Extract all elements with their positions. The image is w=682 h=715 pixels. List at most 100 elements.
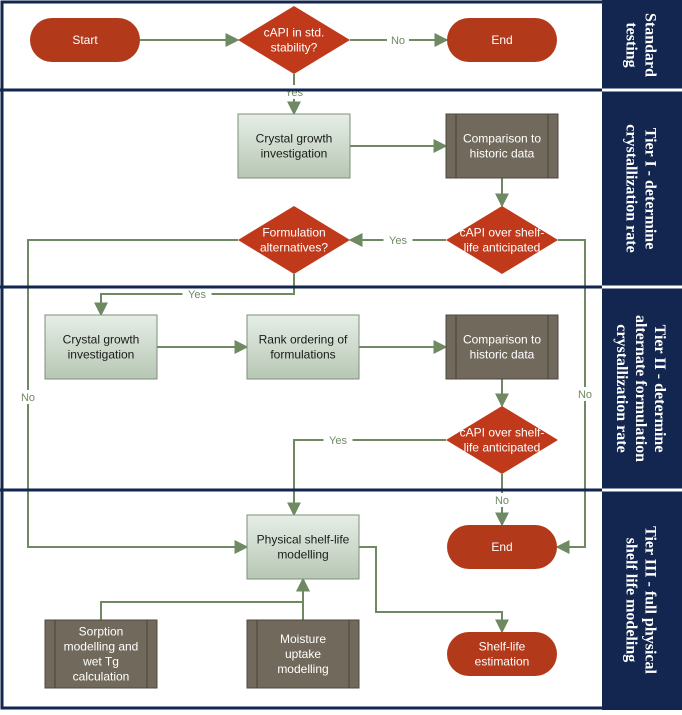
edge-label: No <box>578 389 592 401</box>
edge-label-background <box>17 390 39 404</box>
decision-shape <box>446 406 558 474</box>
connector-line <box>287 439 446 517</box>
edge-sorption-to-physical-shelf-life <box>100 577 310 620</box>
terminal-shape <box>447 525 557 569</box>
node-label: cAPI over shelf- <box>460 426 545 440</box>
terminal-shape <box>447 18 557 62</box>
tier-sidebar <box>602 0 682 710</box>
edge-label-background <box>182 287 212 301</box>
edge-label: No <box>391 35 405 47</box>
edge-label: Yes <box>188 289 206 301</box>
edge-label: No <box>21 392 35 404</box>
node-label: life anticipated <box>464 441 541 455</box>
connector-line <box>100 577 310 620</box>
tier-label-line: crystallization rate <box>623 124 640 252</box>
tier-label-line: shelf life modeling <box>623 538 640 662</box>
terminal-shape <box>30 18 140 62</box>
node-label: historic data <box>470 348 535 362</box>
node-label: investigation <box>261 147 328 161</box>
edge-decision-to-end: No <box>350 33 449 47</box>
decision-shape <box>238 206 350 274</box>
tier-label-line: testing <box>623 22 640 67</box>
decision-shape <box>446 206 558 274</box>
node-label: Physical shelf-life <box>257 533 350 547</box>
tier-label-line: Tier III - full physical <box>642 526 659 674</box>
terminal-shape <box>447 632 557 676</box>
node-start: Start <box>30 18 140 62</box>
process-shape <box>246 514 360 580</box>
node-label: uptake <box>285 647 321 661</box>
node-label: historic data <box>470 147 535 161</box>
node-d-shelf2: cAPI over shelf-life anticipated <box>446 406 558 474</box>
process-shape <box>237 113 351 179</box>
process-shape <box>246 314 360 380</box>
edge-label-background <box>387 33 409 47</box>
predefined-process-shape <box>246 619 360 689</box>
node-label: Crystal growth <box>256 132 333 146</box>
edge-shelf-decision-1-no-to-end: No <box>555 239 596 554</box>
decision-shape <box>238 6 350 74</box>
node-label: Rank ordering of <box>259 333 348 347</box>
edge-label: No <box>495 495 509 507</box>
node-d-std: cAPI in std.stability? <box>238 6 350 74</box>
node-label: End <box>491 33 512 47</box>
node-d-shelf1: cAPI over shelf-life anticipated <box>446 206 558 274</box>
node-label: Start <box>72 33 98 47</box>
node-label: investigation <box>68 348 135 362</box>
node-label: wet Tg <box>82 655 119 669</box>
process-shape <box>44 314 158 380</box>
node-label: calculation <box>73 670 130 684</box>
edge-decision-to-crystal-growth: Yes <box>279 74 309 116</box>
connector-line <box>359 546 509 634</box>
edge-label: Yes <box>389 235 407 247</box>
edge-shelf-decision-to-formulation: Yes <box>348 233 446 247</box>
node-label: cAPI over shelf- <box>460 226 545 240</box>
node-label: life anticipated <box>464 241 541 255</box>
tier-label-line: Tier I - determine <box>642 128 659 250</box>
node-label: modelling <box>277 548 328 562</box>
tier-label-line: crystallization rate <box>613 324 630 452</box>
node-label: Moisture <box>280 632 326 646</box>
edge-label-background <box>574 387 596 401</box>
edge-label-background <box>323 433 353 447</box>
node-end1: End <box>447 18 557 62</box>
node-label: estimation <box>475 655 530 669</box>
node-label: Formulation <box>262 226 325 240</box>
node-label: modelling <box>277 662 328 676</box>
node-label: cAPI in std. <box>264 26 325 40</box>
node-label: Comparison to <box>463 333 541 347</box>
edge-formulation-to-crystal-growth-2: Yes <box>94 274 295 317</box>
edge-physical-shelf-life-to-estimation <box>359 546 509 634</box>
node-label: alternatives? <box>260 241 328 255</box>
edge-label: Yes <box>329 435 347 447</box>
node-label: Crystal growth <box>63 333 140 347</box>
predefined-process-shape <box>445 113 559 179</box>
edge-label-background <box>383 233 413 247</box>
edge-label-background <box>491 493 513 507</box>
tier-label-line: Standard <box>642 13 659 77</box>
node-label: formulations <box>270 348 335 362</box>
node-label: End <box>491 540 512 554</box>
node-label: Shelf-life <box>479 640 526 654</box>
node-label: Comparison to <box>463 132 541 146</box>
